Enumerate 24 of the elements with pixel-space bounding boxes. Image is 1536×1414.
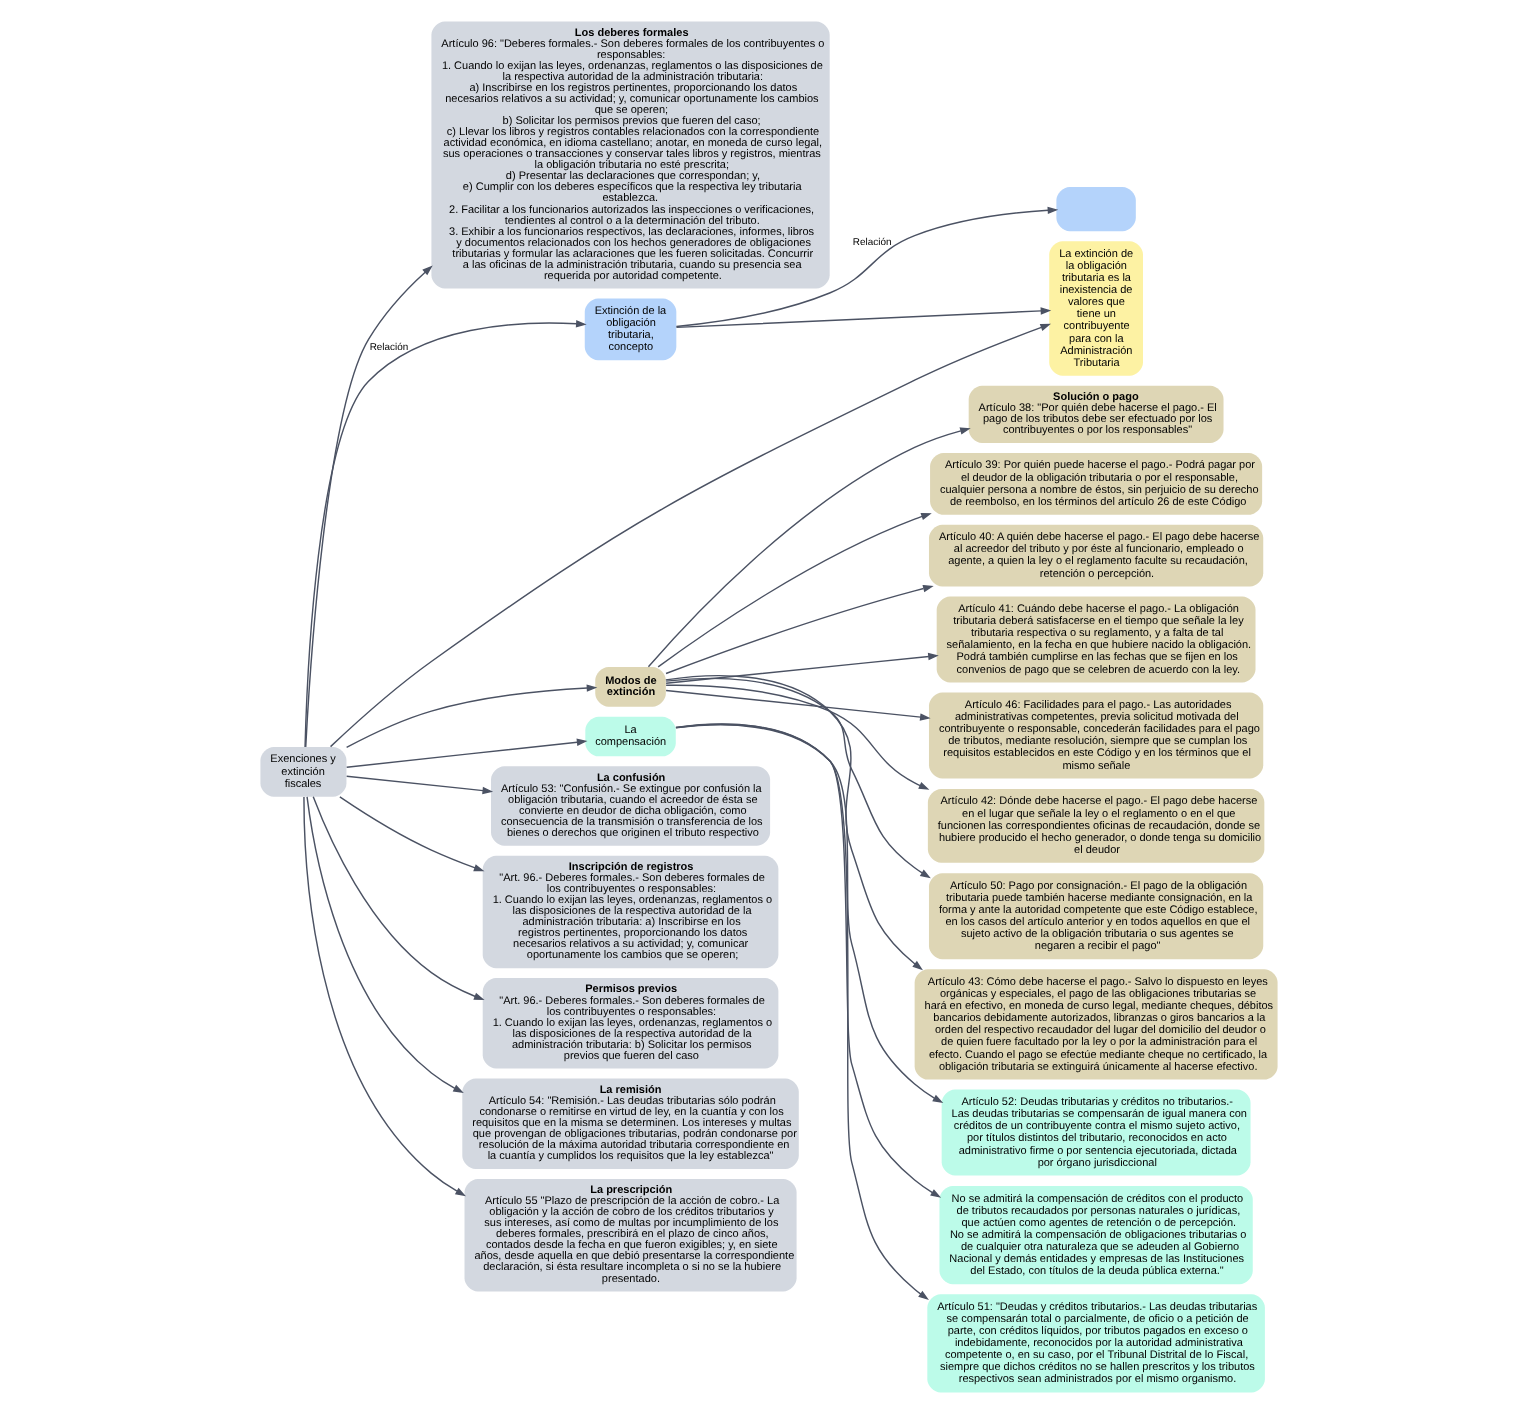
arrow (311, 796, 484, 1001)
arrow (674, 723, 928, 1300)
arrow (646, 427, 970, 668)
arrow (664, 677, 930, 879)
arrow (664, 684, 929, 790)
arrow (305, 796, 463, 1094)
arrow (344, 684, 597, 749)
arrow (338, 796, 484, 872)
arrow (656, 513, 931, 668)
arrow (664, 689, 930, 721)
arrow (674, 723, 941, 1198)
arrow (328, 323, 1050, 748)
arrow (304, 265, 432, 748)
node-box (1055, 187, 1135, 232)
arrow (344, 775, 493, 795)
arrow (674, 307, 1051, 329)
arrow (344, 738, 587, 768)
arrow (664, 585, 933, 675)
arrow (674, 206, 1058, 328)
arrow (674, 724, 943, 1104)
arrow (664, 674, 922, 971)
arrow (303, 320, 586, 748)
arrow (302, 796, 465, 1197)
arrow (664, 652, 938, 685)
